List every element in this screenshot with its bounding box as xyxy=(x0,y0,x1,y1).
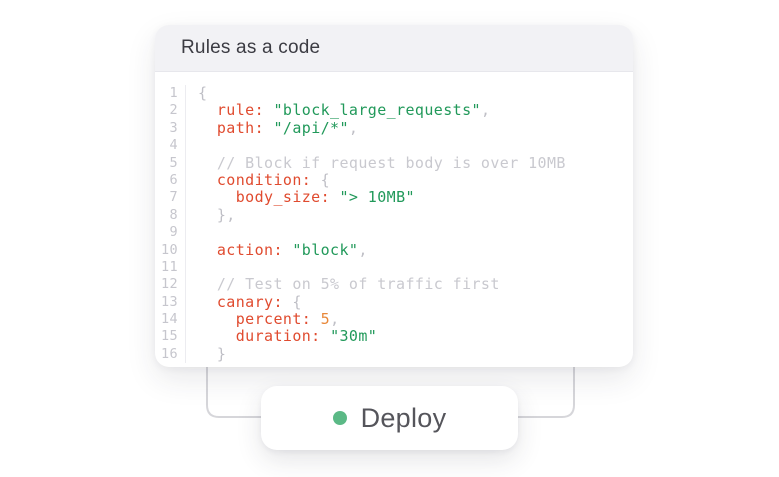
code-line: 4 xyxy=(155,137,633,155)
line-number: 13 xyxy=(155,293,186,312)
rules-code-card: Rules as a code 1{2 rule: "block_large_r… xyxy=(155,25,633,367)
code-line-text: path: "/api/*", xyxy=(216,118,359,137)
code-line: 13 canary: { xyxy=(155,292,633,312)
code-line-text xyxy=(186,224,198,241)
code-line: 9 xyxy=(155,224,633,242)
line-number: 3 xyxy=(155,119,186,138)
card-header: Rules as a code xyxy=(155,25,633,72)
code-line-text: percent: 5, xyxy=(235,310,340,329)
line-number: 1 xyxy=(155,85,186,103)
line-number: 16 xyxy=(155,345,186,364)
line-number: 2 xyxy=(155,102,186,120)
code-line: 8 }, xyxy=(155,205,633,225)
code-line: 3 path: "/api/*", xyxy=(155,118,633,138)
card-title: Rules as a code xyxy=(181,37,321,58)
code-line: 2 rule: "block_large_requests", xyxy=(155,101,633,120)
code-line: 14 percent: 5, xyxy=(155,310,633,329)
line-number: 15 xyxy=(155,328,186,346)
line-number: 10 xyxy=(155,241,186,259)
code-line: 12 // Test on 5% of traffic first xyxy=(155,275,633,294)
deploy-button[interactable]: Deploy xyxy=(261,386,518,450)
code-line: 15 duration: "30m" xyxy=(155,327,633,346)
line-number: 4 xyxy=(155,137,186,155)
code-line: 11 xyxy=(155,258,633,277)
code-editor[interactable]: 1{2 rule: "block_large_requests",3 path:… xyxy=(155,72,633,364)
code-line: 10 action: "block", xyxy=(155,240,633,259)
line-number: 14 xyxy=(155,311,186,329)
line-number: 9 xyxy=(155,224,186,242)
code-line: 16 } xyxy=(155,344,633,364)
line-number: 11 xyxy=(155,258,186,277)
status-dot-icon xyxy=(332,411,347,425)
code-line-text xyxy=(186,137,198,154)
code-line-text xyxy=(186,259,198,276)
code-line-text: } xyxy=(216,344,227,363)
connector-left xyxy=(206,350,270,418)
line-number: 12 xyxy=(155,276,186,294)
code-line-text: }, xyxy=(216,205,236,224)
line-number: 8 xyxy=(155,206,186,225)
code-line-text: rule: "block_large_requests", xyxy=(216,101,491,120)
line-number: 5 xyxy=(155,154,186,172)
deploy-button-label: Deploy xyxy=(360,402,447,433)
code-line: 6 condition: { xyxy=(155,170,633,190)
code-line-text: duration: "30m" xyxy=(235,327,378,346)
code-line-text: // Block if request body is over 10MB xyxy=(216,153,566,172)
connector-right xyxy=(510,350,575,418)
code-line: 1{ xyxy=(155,84,633,103)
line-number: 6 xyxy=(155,171,186,190)
code-line-text: condition: { xyxy=(216,170,331,189)
code-line-text: action: "block", xyxy=(216,240,368,259)
line-number: 7 xyxy=(155,189,186,207)
code-line: 7 body_size: "> 10MB" xyxy=(155,188,633,207)
code-line-text: // Test on 5% of traffic first xyxy=(216,275,500,294)
code-line-text: body_size: "> 10MB" xyxy=(235,188,415,207)
code-line-text: canary: { xyxy=(216,292,302,311)
code-line-text: { xyxy=(198,84,208,102)
code-lines: 1{2 rule: "block_large_requests",3 path:… xyxy=(155,84,633,364)
code-line: 5 // Block if request body is over 10MB xyxy=(155,153,633,172)
